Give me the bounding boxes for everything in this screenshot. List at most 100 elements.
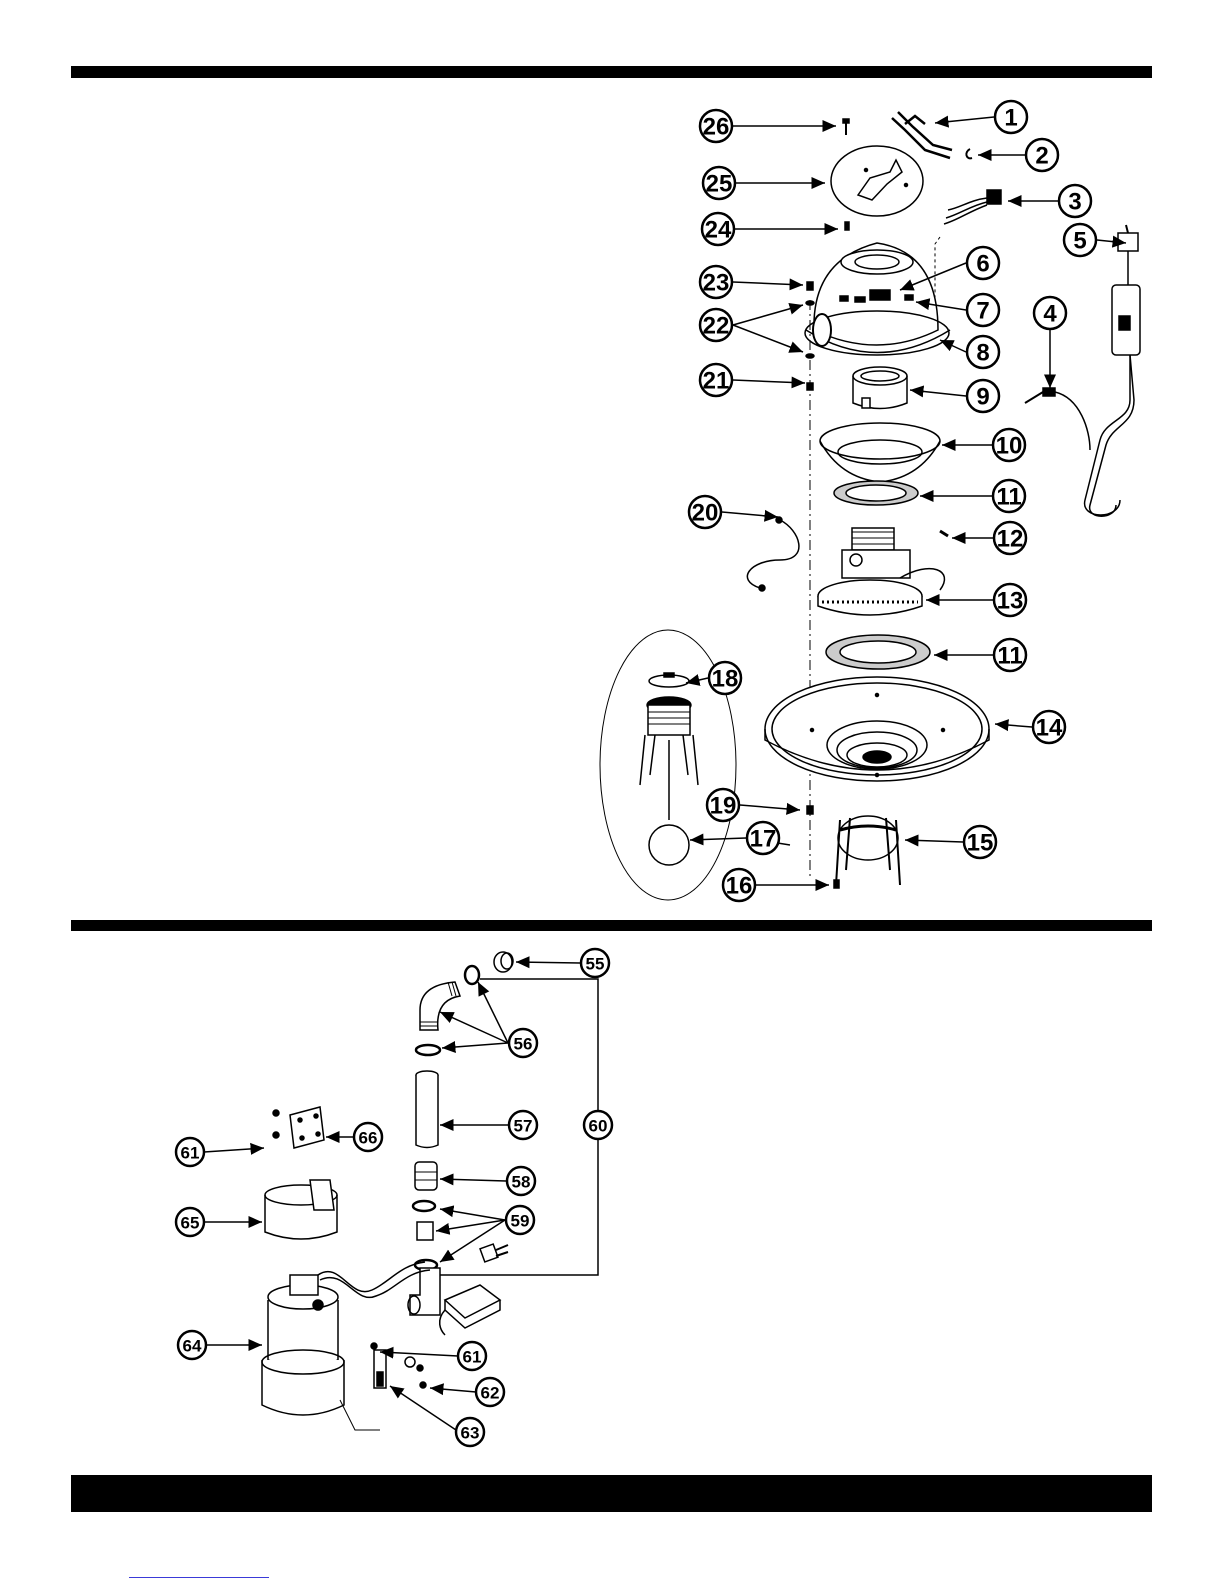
part-64-pump-body <box>262 1262 430 1430</box>
callout-6: 6 <box>967 247 999 279</box>
callout-label: 57 <box>514 1117 533 1136</box>
callout-label: 60 <box>589 1117 608 1136</box>
callout-label: 61 <box>463 1348 482 1367</box>
callout-label: 11 <box>996 484 1021 511</box>
callout-61-lower: 61 <box>458 1342 486 1370</box>
part-5-power-cord <box>1085 225 1140 516</box>
callout-label: 5 <box>1073 228 1086 255</box>
callout-59: 59 <box>506 1206 534 1234</box>
part-11-gasket-upper <box>834 481 918 505</box>
callout-64: 64 <box>178 1331 206 1359</box>
part-66-bracket <box>290 1107 324 1148</box>
callout-label: 19 <box>710 793 737 820</box>
part-float-switch <box>440 1285 500 1335</box>
callout-label: 22 <box>703 313 730 340</box>
callout-3: 3 <box>1059 185 1091 217</box>
part-19-nut <box>807 806 813 814</box>
callout-23: 23 <box>700 266 732 298</box>
callout-label: 23 <box>703 270 730 297</box>
part-14-tank-lid <box>765 677 989 781</box>
callout-2: 2 <box>1026 139 1058 171</box>
callout-63: 63 <box>456 1418 484 1446</box>
callout-16: 16 <box>723 869 755 901</box>
lower-callouts: 55 56 57 58 59 60 61 61 62 63 64 65 66 <box>176 949 612 1446</box>
callout-24: 24 <box>702 213 734 245</box>
part-3-switch <box>944 190 1001 224</box>
callout-10: 10 <box>993 429 1025 461</box>
part-25-top-plate <box>831 146 923 216</box>
callout-label: 14 <box>1036 715 1063 742</box>
callout-57: 57 <box>509 1111 537 1139</box>
callout-label: 64 <box>183 1337 202 1356</box>
part-55-fitting <box>494 952 513 972</box>
part-9-collar <box>853 367 907 409</box>
part-24-pin <box>845 222 849 230</box>
callout-label: 25 <box>706 171 733 198</box>
callout-label: 2 <box>1035 143 1048 170</box>
callout-60: 60 <box>584 1111 612 1139</box>
callout-1: 1 <box>995 101 1027 133</box>
callout-label: 10 <box>996 433 1023 460</box>
callout-label: 12 <box>997 526 1024 553</box>
part-2-small-screw <box>966 149 972 158</box>
callout-label: 16 <box>726 873 753 900</box>
part-16-screw <box>834 880 839 888</box>
part-21-nut <box>807 383 813 390</box>
callout-label: 59 <box>511 1212 530 1231</box>
callout-15: 15 <box>964 826 996 858</box>
callout-9: 9 <box>967 380 999 412</box>
part-4-cord-connector <box>1025 388 1090 450</box>
callout-14: 14 <box>1033 711 1065 743</box>
callout-label: 21 <box>703 368 730 395</box>
callout-61-upper: 61 <box>176 1138 204 1166</box>
callout-58: 58 <box>507 1167 535 1195</box>
part-12-clip <box>940 531 948 536</box>
callout-62: 62 <box>476 1378 504 1406</box>
callout-label: 1 <box>1004 105 1017 132</box>
callout-label: 66 <box>359 1129 378 1148</box>
callout-26: 26 <box>700 110 732 142</box>
part-56-elbow <box>416 966 479 1055</box>
callout-21: 21 <box>700 364 732 396</box>
callout-19: 19 <box>707 789 739 821</box>
callout-11-lower: 11 <box>994 639 1026 671</box>
part-26-screw <box>843 119 849 135</box>
part-plug <box>480 1244 508 1262</box>
callout-4: 4 <box>1034 297 1066 329</box>
callout-18: 18 <box>709 662 741 694</box>
callout-label: 20 <box>692 500 719 527</box>
callout-5: 5 <box>1064 224 1096 256</box>
callout-12: 12 <box>994 522 1026 554</box>
part-65-mounting-ring <box>265 1180 337 1239</box>
part-10-funnel-ring <box>820 423 940 482</box>
callout-label: 58 <box>512 1173 531 1192</box>
callout-label: 8 <box>976 340 989 367</box>
part-59-rings <box>413 1201 437 1270</box>
upper-exploded-view <box>600 112 1140 900</box>
callout-8: 8 <box>967 336 999 368</box>
callout-55: 55 <box>581 949 609 977</box>
callout-label: 13 <box>997 588 1024 615</box>
part-8-motor-cover <box>805 237 950 355</box>
callout-label: 6 <box>976 251 989 278</box>
callout-label: 4 <box>1043 301 1057 328</box>
part-15-float-cage <box>836 816 900 885</box>
callout-56: 56 <box>509 1029 537 1057</box>
callout-label: 17 <box>750 826 777 853</box>
part-11-gasket-lower <box>826 635 930 669</box>
callout-label: 3 <box>1068 189 1081 216</box>
callout-label: 7 <box>976 298 989 325</box>
callout-label: 56 <box>514 1035 533 1054</box>
callout-label: 9 <box>976 384 989 411</box>
callout-label: 65 <box>181 1214 200 1233</box>
callout-label: 55 <box>586 955 605 974</box>
callout-20: 20 <box>689 496 721 528</box>
callout-11-upper: 11 <box>993 480 1025 512</box>
callout-label: 24 <box>705 217 732 244</box>
callout-label: 62 <box>481 1384 500 1403</box>
part-62-nut <box>405 1357 426 1388</box>
callout-13: 13 <box>994 584 1026 616</box>
callout-65: 65 <box>176 1208 204 1236</box>
part-23-screw <box>807 282 813 290</box>
callout-17: 17 <box>747 822 779 854</box>
